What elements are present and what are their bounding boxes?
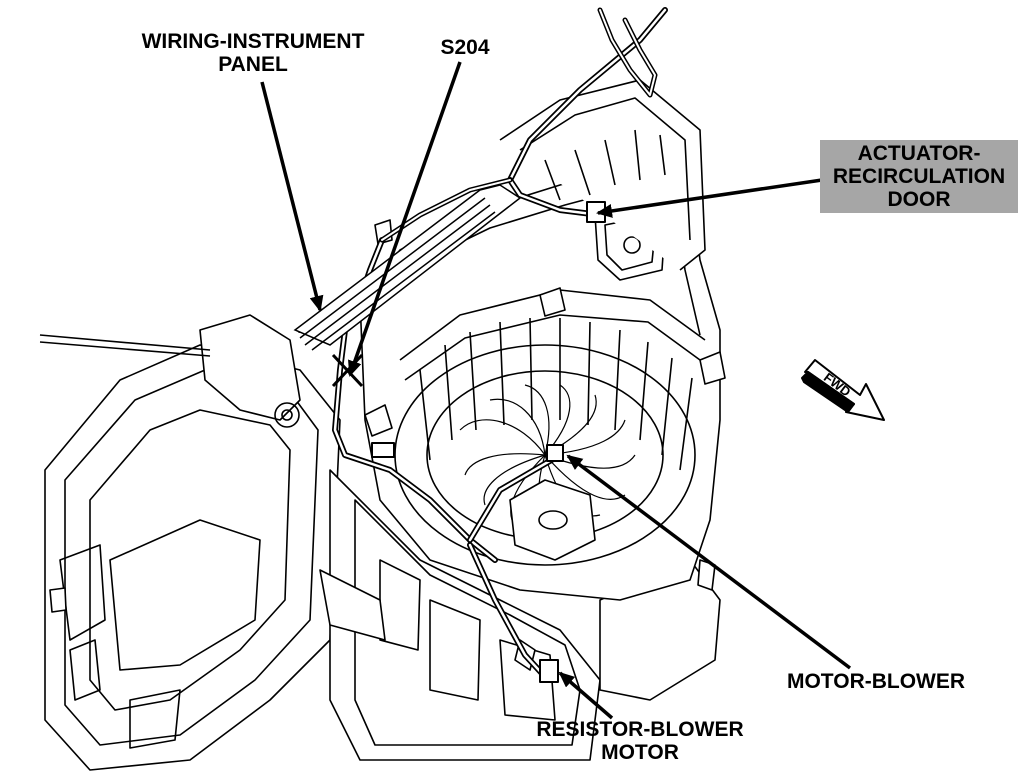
- label-line: MOTOR-BLOWER: [786, 670, 966, 693]
- label-line: PANEL: [218, 53, 288, 76]
- instrument-panel-wiring: [293, 184, 522, 351]
- label-line: DOOR: [887, 188, 951, 211]
- hvac-housing: [39, 79, 726, 771]
- label-line: MOTOR: [601, 741, 679, 764]
- fwd-arrow: [801, 359, 885, 421]
- label-line: WIRING-INSTRUMENT: [141, 30, 365, 53]
- arrow-actuator: [596, 178, 823, 218]
- label-actuator-recirculation-door: ACTUATOR- RECIRCULATION DOOR: [820, 140, 1018, 213]
- arrow-s204: [348, 61, 462, 377]
- arrow-wiring-instrument-panel: [260, 81, 324, 312]
- arrow-resistor: [558, 671, 614, 720]
- label-line: RESISTOR-BLOWER: [536, 718, 744, 741]
- label-s204: S204: [425, 36, 505, 59]
- label-line: RECIRCULATION: [832, 165, 1006, 188]
- leader-arrows: [260, 61, 852, 720]
- label-line: ACTUATOR-: [857, 142, 981, 165]
- label-motor-blower: MOTOR-BLOWER: [768, 670, 984, 693]
- label-line: S204: [440, 36, 490, 59]
- arrow-motor-blower: [566, 454, 852, 670]
- label-resistor-blower-motor: RESISTOR-BLOWER MOTOR: [520, 718, 760, 764]
- label-wiring-instrument-panel: WIRING-INSTRUMENT PANEL: [118, 30, 388, 76]
